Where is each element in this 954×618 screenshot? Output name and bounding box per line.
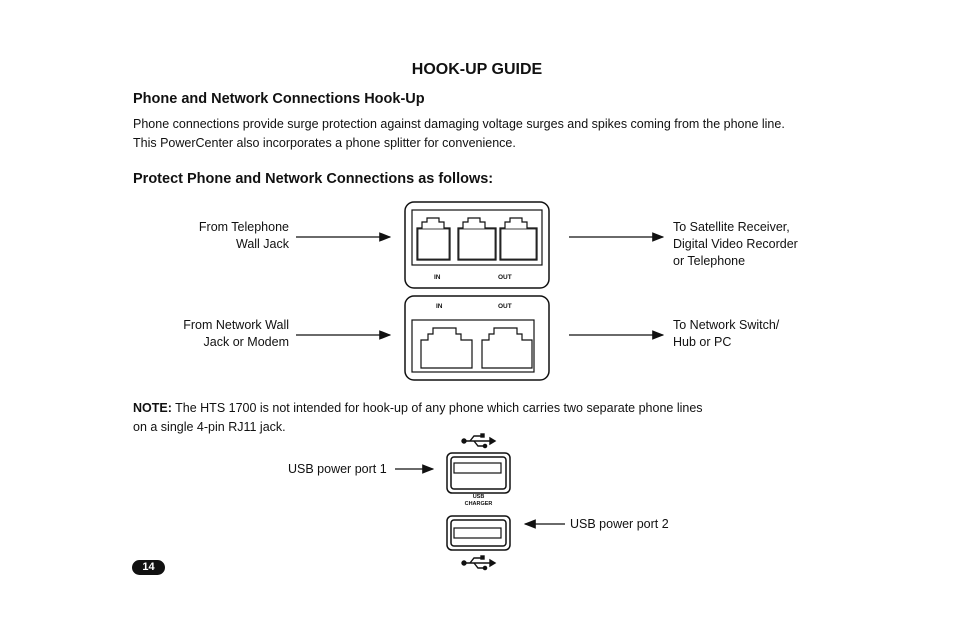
label-to-satellite: To Satellite Receiver, Digital Video Rec…: [673, 219, 798, 270]
page-title: HOOK-UP GUIDE: [411, 61, 543, 78]
network-port-in: [420, 327, 473, 369]
network-jack-panel: [404, 295, 550, 381]
section-heading-hookup: Phone and Network Connections Hook-Up: [133, 91, 425, 107]
intro-line-2: This PowerCenter also incorporates a pho…: [133, 136, 516, 150]
label-line: or Telephone: [673, 254, 746, 268]
label-line: Jack or Modem: [203, 335, 289, 349]
section-heading-protect: Protect Phone and Network Connections as…: [133, 171, 494, 187]
label-usb-port-2: USB power port 2: [570, 517, 669, 531]
label-to-network-switch: To Network Switch/ Hub or PC: [673, 317, 779, 351]
phone-port-out-2: [499, 217, 538, 261]
label-line: To Network Switch/: [673, 318, 780, 332]
note-line-2: on a single 4-pin RJ11 jack.: [133, 420, 286, 434]
usb-port-2: [446, 515, 511, 551]
page-number-badge: 14: [132, 560, 165, 575]
network-out-label: OUT: [498, 303, 512, 310]
phone-port-out-1: [457, 217, 497, 261]
network-in-label: IN: [436, 303, 443, 310]
usb-port-1: [446, 452, 511, 494]
label-line: CHARGER: [464, 501, 493, 507]
label-line: To Satellite Receiver,: [673, 220, 790, 234]
usb-icon: [461, 433, 497, 449]
label-line: Hub or PC: [673, 335, 732, 349]
label-from-network: From Network Wall Jack or Modem: [150, 317, 289, 351]
phone-in-label: IN: [434, 274, 441, 281]
phone-port-in: [416, 217, 451, 261]
label-line: From Telephone: [198, 220, 289, 234]
note-line-1: NOTE: The HTS 1700 is not intended for h…: [133, 399, 833, 418]
note-prefix: NOTE:: [133, 401, 172, 415]
phone-out-label: OUT: [498, 274, 512, 281]
label-usb-port-1: USB power port 1: [288, 462, 387, 476]
label-from-telephone: From Telephone Wall Jack: [160, 219, 289, 253]
note-text: The HTS 1700 is not intended for hook-up…: [171, 401, 703, 415]
phone-jack-panel: [404, 201, 550, 289]
label-line: Digital Video Recorder: [673, 237, 798, 251]
label-line: Wall Jack: [235, 237, 289, 251]
usb-icon: [461, 555, 497, 571]
usb-charger-label: USB CHARGER: [440, 494, 517, 508]
label-line: From Network Wall: [183, 318, 289, 332]
network-port-out: [481, 327, 533, 369]
intro-line-1: Phone connections provide surge protecti…: [133, 117, 785, 131]
label-line: USB: [472, 494, 485, 500]
